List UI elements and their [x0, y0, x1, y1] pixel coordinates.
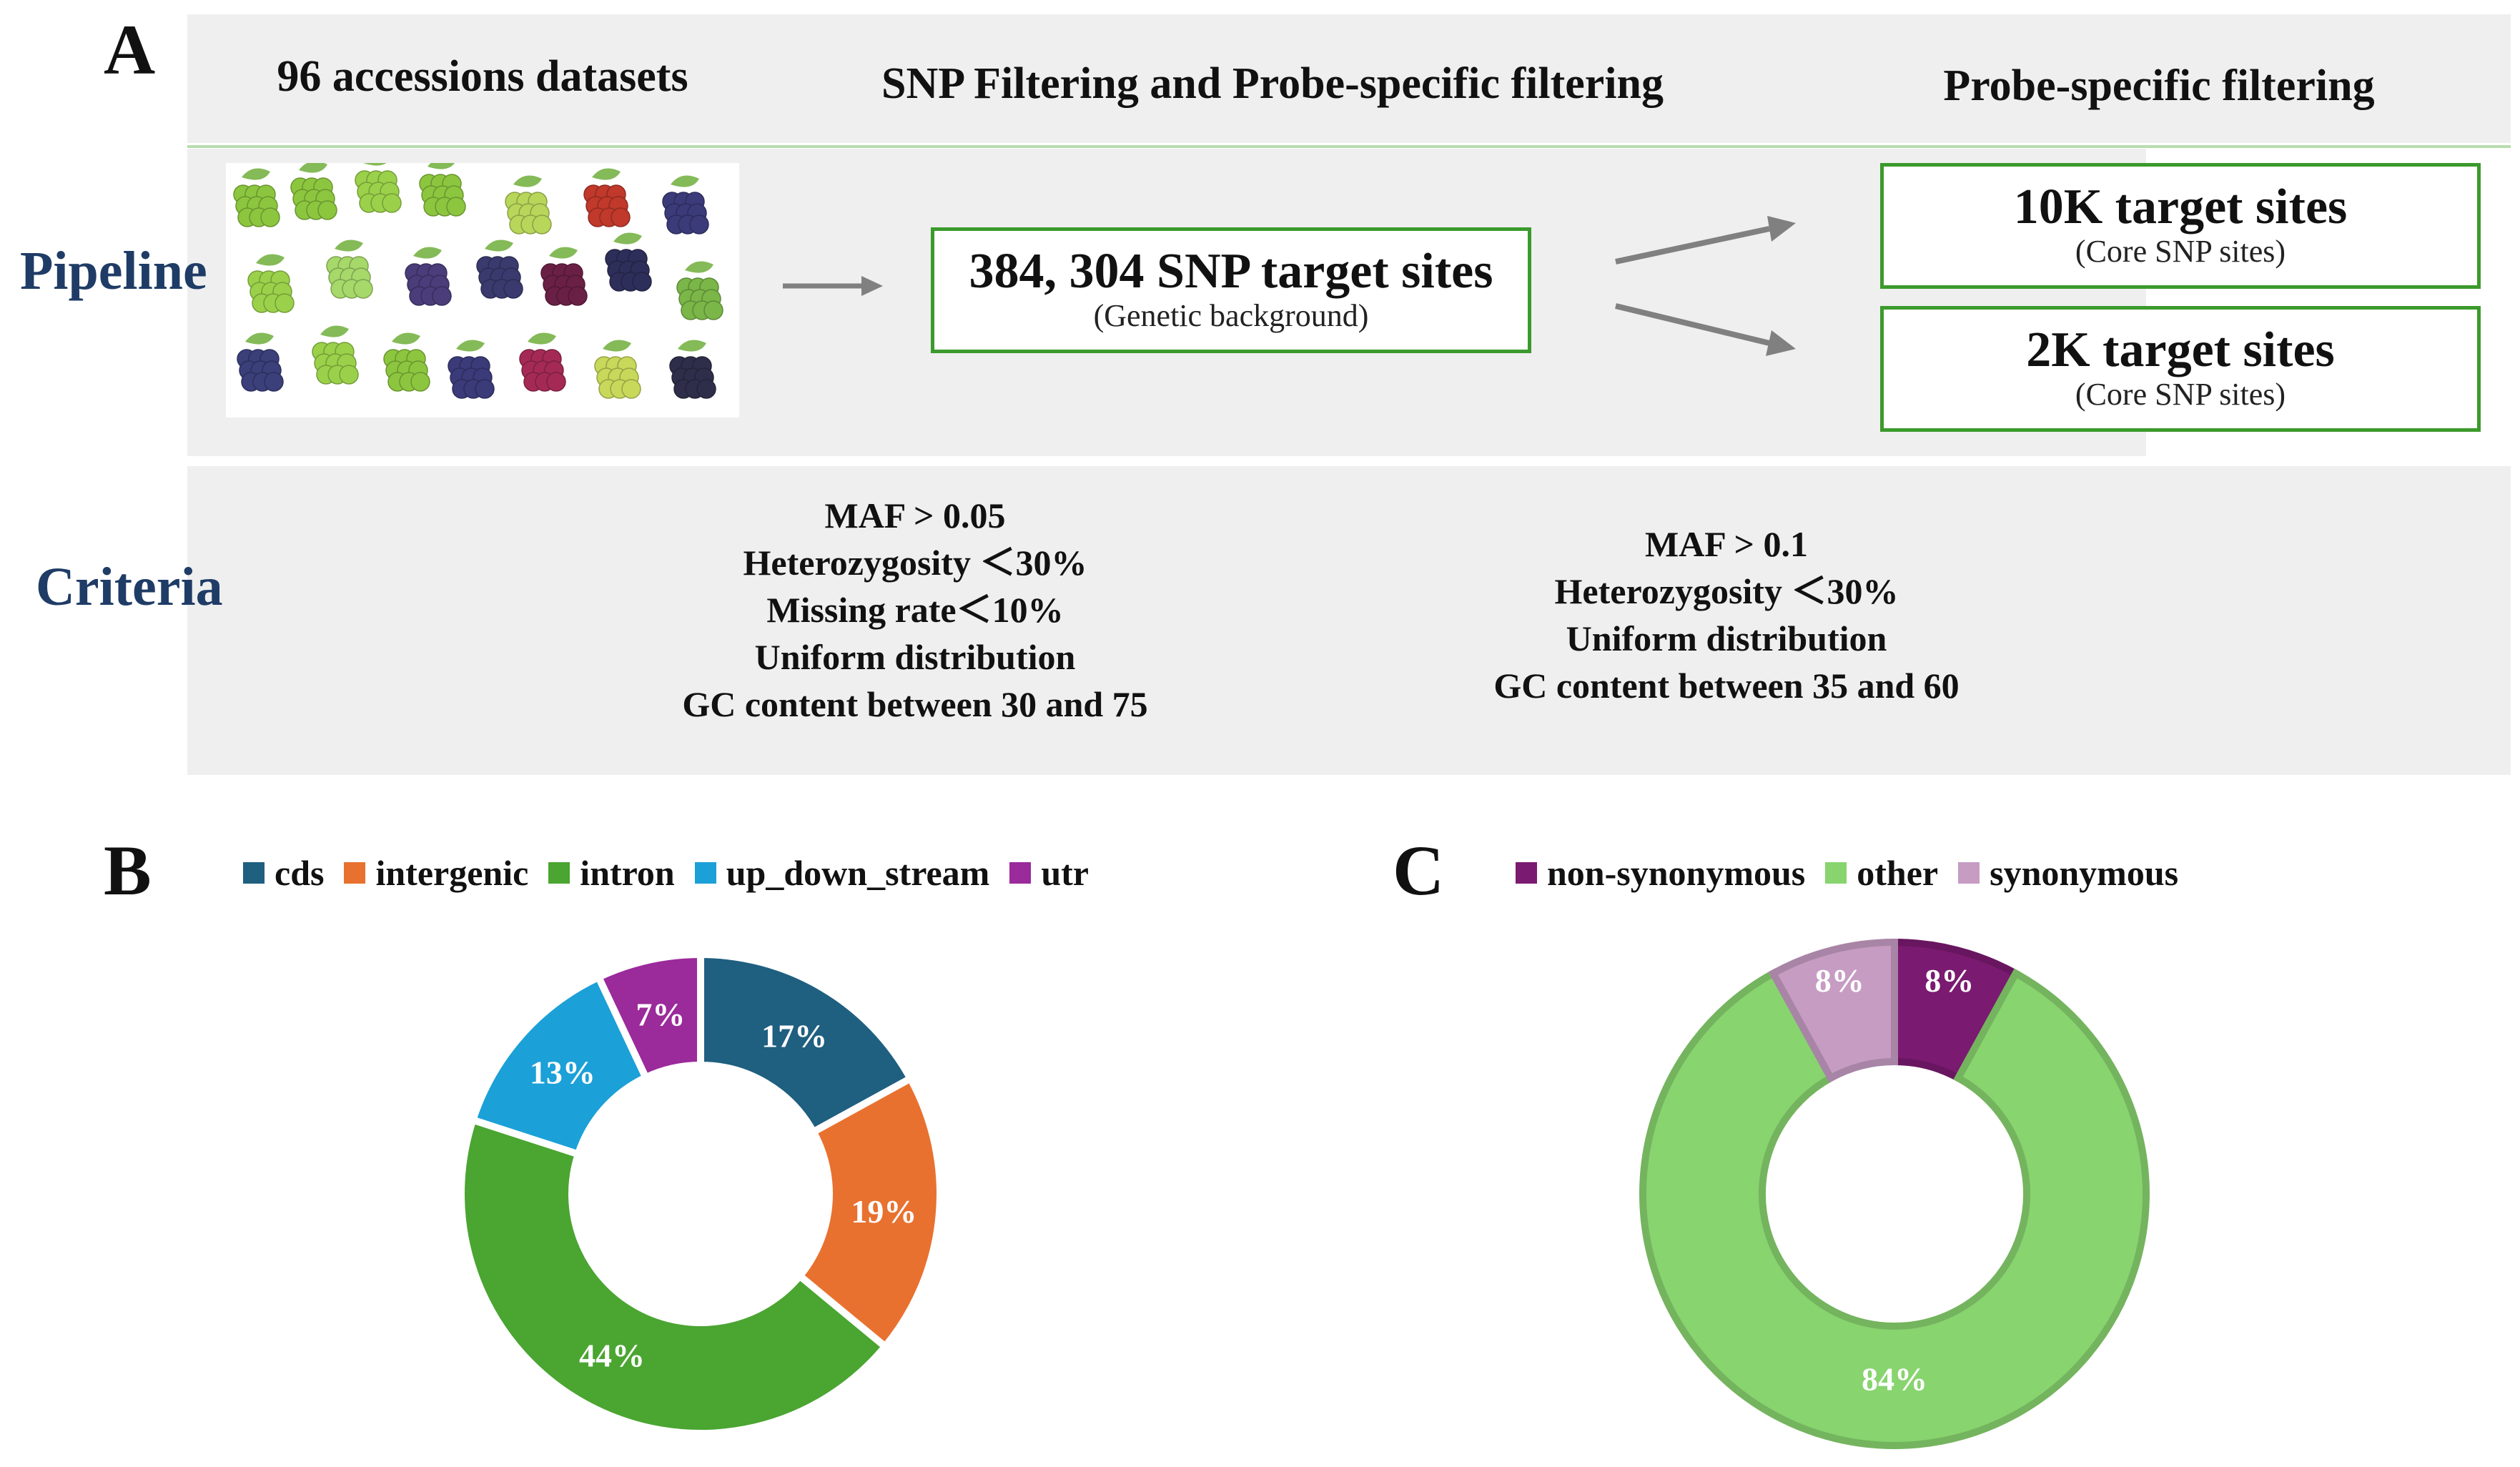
legend-item: other	[1825, 852, 1938, 894]
chart-c-legend: non-synonymous other synonymous	[1516, 852, 2198, 894]
donut-label-cds: 17%	[761, 1017, 827, 1054]
criteria-right-item: MAF > 0.1	[1645, 524, 1808, 564]
target-10k-subtitle: (Core SNP sites)	[2075, 234, 2286, 270]
header-band	[187, 14, 2511, 143]
snp-target-sites-subtitle: (Genetic background)	[1093, 298, 1369, 334]
col-head-probe-filtering: Probe-specific filtering	[1943, 61, 2375, 110]
legend-item: cds	[243, 852, 324, 894]
legend-swatch	[548, 862, 570, 884]
donut-label-up_down_stream: 13%	[530, 1054, 596, 1091]
legend-label: intron	[580, 853, 675, 893]
chart-b-legend: cds intergenic intron up_down_stream utr	[243, 852, 1109, 894]
donut-label-other: 84%	[1862, 1361, 1927, 1398]
donut-slice-utr	[593, 950, 704, 1082]
header-divider	[187, 145, 2511, 148]
criteria-right-list: MAF > 0.1 Heterozygosity ＜30% Uniform di…	[1369, 520, 2084, 709]
criteria-right-item: GC content between 35 and 60	[1493, 666, 1960, 706]
target-10k-title: 10K target sites	[2013, 179, 2348, 234]
legend-label: up_down_stream	[726, 853, 990, 893]
legend-swatch	[344, 862, 366, 884]
legend-label: intergenic	[375, 853, 529, 893]
criteria-left-list: MAF > 0.05 Heterozygosity ＜30% Missing r…	[558, 492, 1273, 728]
donut-slice-other	[1639, 968, 2150, 1449]
criteria-left-item: Uniform distribution	[754, 637, 1076, 677]
legend-item: up_down_stream	[694, 852, 990, 894]
donut-slice-intron	[458, 1115, 891, 1437]
donut-label-non-synonymous: 8%	[1924, 962, 1974, 999]
legend-label: non-synonymous	[1547, 853, 1806, 893]
criteria-left-item: Missing rate＜10%	[766, 590, 1064, 630]
target-2k-subtitle: (Core SNP sites)	[2075, 377, 2286, 413]
donut-label-intron: 44%	[579, 1338, 645, 1374]
pipeline-label: Pipeline	[20, 241, 207, 301]
criteria-left-item: Heterozygosity ＜30%	[743, 543, 1087, 583]
criteria-label: Criteria	[36, 557, 223, 617]
criteria-right-item: Heterozygosity ＜30%	[1554, 571, 1899, 611]
criteria-right-item: Uniform distribution	[1566, 618, 1887, 658]
criteria-left-item: MAF > 0.05	[824, 495, 1006, 535]
criteria-band	[187, 466, 2511, 775]
snp-target-sites-title: 384, 304 SNP target sites	[969, 243, 1493, 299]
donut-slice-synonymous	[1768, 938, 1898, 1083]
snp-target-sites-box: 384, 304 SNP target sites (Genetic backg…	[931, 227, 1531, 353]
donut-slice-cds	[697, 950, 916, 1137]
legend-swatch	[694, 862, 716, 884]
col-head-accessions: 96 accessions datasets	[277, 52, 688, 101]
legend-swatch	[1516, 862, 1537, 884]
legend-item: non-synonymous	[1516, 852, 1805, 894]
chart-c-donut: 8% 84% 8%	[1639, 938, 2150, 1449]
col-head-snp-filtering: SNP Filtering and Probe-specific filteri…	[881, 59, 1664, 108]
legend-label: utr	[1041, 853, 1089, 893]
target-10k-box: 10K target sites (Core SNP sites)	[1880, 163, 2481, 289]
legend-item: synonymous	[1958, 852, 2178, 894]
split-arrows-icon	[1615, 216, 1796, 356]
legend-swatch	[243, 862, 265, 884]
chart-b-donut: 17% 19% 44% 13% 7%	[458, 950, 944, 1437]
legend-swatch	[1958, 862, 1980, 884]
legend-item: intergenic	[344, 852, 528, 894]
panel-c-letter: C	[1393, 831, 1445, 910]
donut-label-synonymous: 8%	[1815, 962, 1864, 999]
legend-swatch	[1009, 862, 1032, 884]
grape-collage-image	[226, 163, 739, 418]
legend-label: synonymous	[1990, 853, 2179, 893]
donut-label-utr: 7%	[636, 997, 685, 1033]
panel-a-letter: A	[104, 10, 156, 89]
legend-swatch	[1825, 862, 1847, 884]
legend-label: other	[1857, 853, 1939, 893]
target-2k-title: 2K target sites	[2026, 322, 2335, 377]
target-2k-box: 2K target sites (Core SNP sites)	[1880, 306, 2481, 432]
legend-label: cds	[275, 853, 325, 893]
legend-item: intron	[548, 852, 675, 894]
donut-label-intergenic: 19%	[851, 1193, 916, 1230]
arrow-right-icon	[783, 276, 883, 296]
donut-slice-intergenic	[794, 1073, 944, 1352]
criteria-left-item: GC content between 30 and 75	[682, 684, 1148, 724]
panel-b-letter: B	[104, 831, 152, 910]
legend-item: utr	[1009, 852, 1089, 894]
